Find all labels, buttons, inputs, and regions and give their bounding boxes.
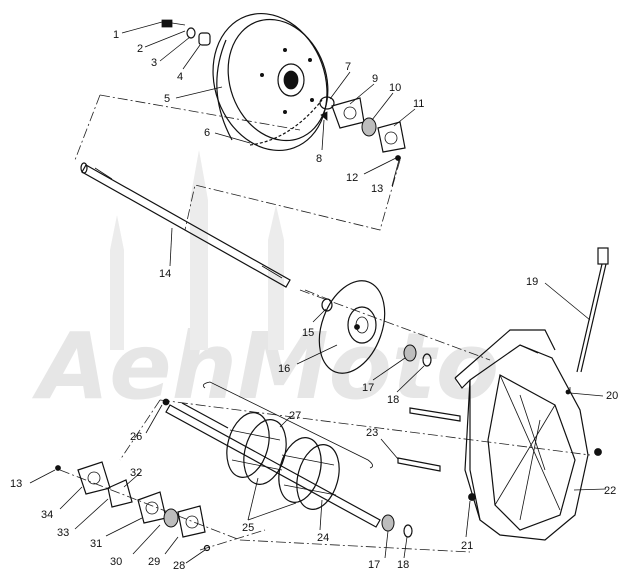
callout-1: 1 — [113, 29, 119, 41]
callout-18-mid: 18 — [387, 394, 399, 406]
callout-9: 9 — [372, 73, 378, 85]
drive-sprocket-right — [278, 437, 340, 510]
callout-8: 8 — [316, 153, 322, 165]
callout-18-bottom: 18 — [397, 559, 409, 571]
track-driveshaft — [162, 398, 381, 528]
callout-12: 12 — [346, 172, 358, 184]
callout-14: 14 — [159, 268, 171, 280]
callout-19: 19 — [526, 276, 538, 288]
callout-5: 5 — [164, 93, 170, 105]
callout-23: 23 — [366, 427, 378, 439]
callout-22: 22 — [604, 485, 616, 497]
top-hardware — [161, 19, 406, 161]
callout-25: 25 — [242, 522, 254, 534]
callout-6: 6 — [204, 127, 210, 139]
callout-28: 28 — [173, 560, 185, 572]
callout-15: 15 — [302, 327, 314, 339]
callout-17-bottom: 17 — [368, 559, 380, 571]
callout-3: 3 — [151, 57, 157, 69]
callout-2: 2 — [137, 43, 143, 55]
callout-17-mid: 17 — [362, 382, 374, 394]
drive-sprocket-left — [226, 412, 287, 485]
callout-21: 21 — [461, 540, 473, 552]
callout-29: 29 — [148, 556, 160, 568]
chaincase-housing — [454, 329, 602, 541]
assembly-centerlines — [59, 94, 591, 553]
brake-disc — [318, 280, 432, 374]
callout-11: 11 — [413, 98, 424, 110]
callout-labels: 1 2 3 4 5 6 7 8 9 10 11 12 13 14 15 16 1… — [10, 29, 618, 572]
dipstick — [576, 247, 609, 373]
driveshaft — [80, 162, 291, 288]
callout-34: 34 — [41, 509, 53, 521]
callout-10: 10 — [389, 82, 401, 94]
callout-7: 7 — [345, 61, 351, 73]
callout-13-bottom: 13 — [10, 478, 22, 490]
housing-bolts — [397, 389, 571, 472]
callout-24: 24 — [317, 532, 329, 544]
callout-13-top: 13 — [371, 183, 383, 195]
callout-16: 16 — [278, 363, 290, 375]
brake-disc-assembly — [212, 12, 329, 152]
callout-26: 26 — [130, 431, 142, 443]
drive-chain — [249, 99, 323, 146]
callout-31: 31 — [90, 538, 102, 550]
lower-hardware — [55, 461, 413, 552]
callout-20: 20 — [606, 390, 618, 402]
callout-30: 30 — [110, 556, 122, 568]
callout-33: 33 — [57, 527, 69, 539]
watermark-skyline — [110, 150, 284, 350]
watermark-text: AehMoto — [32, 313, 499, 420]
sprocket-group-bracket — [202, 381, 373, 469]
leader-lines — [29, 21, 607, 564]
callout-32: 32 — [130, 467, 142, 479]
callout-27: 27 — [289, 410, 301, 422]
callout-4: 4 — [177, 71, 183, 83]
